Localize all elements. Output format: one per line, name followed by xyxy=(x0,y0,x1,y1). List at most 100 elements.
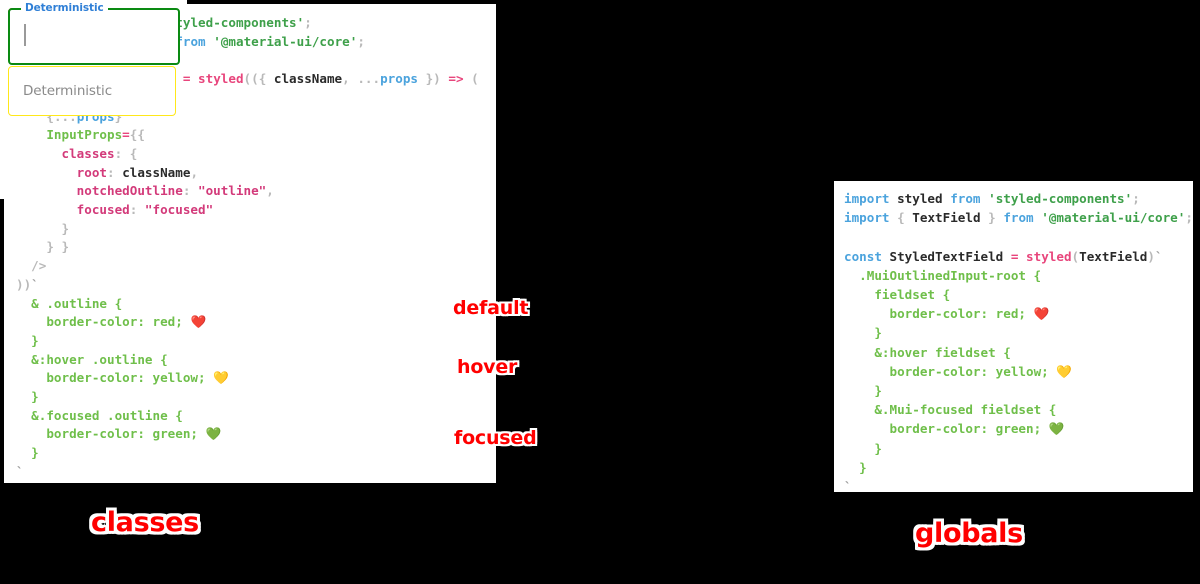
code-line: } xyxy=(844,458,1193,477)
code-token: (( xyxy=(243,71,259,87)
code-token: }) xyxy=(425,71,441,87)
code-token: &:hover fieldset { xyxy=(874,344,1011,360)
code-token xyxy=(16,165,77,180)
code-token xyxy=(16,183,77,198)
code-token: : xyxy=(137,426,153,442)
code-token: &.Mui-focused fieldset { xyxy=(874,402,1057,418)
code-token: className xyxy=(273,71,343,87)
code-token xyxy=(1041,421,1049,436)
code-token xyxy=(175,71,183,86)
code-token: fieldset { xyxy=(874,287,951,303)
code-token: root xyxy=(76,164,108,180)
code-token: green; xyxy=(995,421,1042,437)
code-line: ` xyxy=(16,463,496,482)
code-token: notchedOutline xyxy=(76,183,183,199)
code-token xyxy=(16,258,31,273)
code-token: border-color xyxy=(46,426,138,442)
code-token xyxy=(464,71,472,86)
code-line: } xyxy=(844,381,1193,400)
code-token xyxy=(16,127,46,142)
caption-globals: globals xyxy=(915,518,1023,549)
code-line: notchedOutline: "outline", xyxy=(16,182,496,201)
annotation-default: default xyxy=(453,297,529,319)
code-token: ` xyxy=(1154,248,1163,264)
code-token: & .outline { xyxy=(31,295,123,311)
code-token: import xyxy=(844,191,890,206)
code-token: border-color xyxy=(889,363,981,379)
code-token: ... xyxy=(357,71,381,87)
code-token: : xyxy=(114,145,130,161)
code-token: 💚 xyxy=(205,426,222,442)
code-token: props xyxy=(380,71,418,87)
code-token xyxy=(981,210,989,225)
annotation-focused: focused xyxy=(454,427,537,449)
code-token xyxy=(890,191,898,206)
code-token: border-color xyxy=(889,306,981,322)
code-token: } xyxy=(31,332,39,348)
code-line: const StyledTextField = styled(TextField… xyxy=(844,247,1193,266)
code-token: '@material-ui/core' xyxy=(213,33,358,49)
code-token xyxy=(844,460,859,475)
code-token: = xyxy=(1010,248,1019,264)
code-token: } xyxy=(31,445,39,461)
code-line: border-color: yellow; 💛 xyxy=(16,369,496,388)
code-token xyxy=(16,202,77,217)
code-token: )) xyxy=(16,276,32,292)
code-token xyxy=(890,210,898,225)
code-line: } xyxy=(16,220,496,239)
code-token: /> xyxy=(31,258,47,274)
code-token: red; xyxy=(152,314,183,330)
textfield-focused[interactable]: Deterministic xyxy=(8,2,180,65)
code-line: } xyxy=(16,332,496,351)
code-token xyxy=(16,314,46,329)
code-token: : xyxy=(980,421,996,437)
code-line: ` xyxy=(844,477,1193,492)
code-token: "outline" xyxy=(198,183,267,199)
code-token: ( xyxy=(1071,248,1080,264)
code-token: '@material-ui/core' xyxy=(1041,210,1186,226)
code-token: : xyxy=(137,314,153,330)
code-token: border-color xyxy=(889,421,981,437)
code-token xyxy=(190,71,198,86)
code-token xyxy=(16,146,62,161)
code-token: 'styled-components' xyxy=(160,15,305,30)
code-token: : xyxy=(980,363,996,379)
code-token xyxy=(16,408,31,423)
code-token: { xyxy=(129,145,138,161)
code-token: yellow; xyxy=(995,363,1049,379)
code-line: &:hover fieldset { xyxy=(844,343,1193,362)
code-line: } xyxy=(16,388,496,407)
textfield-hover[interactable]: Deterministic xyxy=(8,66,176,116)
code-token xyxy=(16,445,31,460)
code-token: InputProps xyxy=(46,127,123,143)
code-token: 'styled-components' xyxy=(988,191,1133,206)
code-token: 💛 xyxy=(213,370,229,386)
code-token xyxy=(418,71,426,86)
code-token: from xyxy=(1003,210,1034,226)
code-token: } xyxy=(874,325,882,341)
code-token xyxy=(844,306,890,321)
code-token xyxy=(16,370,46,385)
code-line: ))` xyxy=(16,276,496,295)
textfield-hover-value: Deterministic xyxy=(23,83,113,99)
code-line: /> xyxy=(16,257,496,276)
code-line: &.Mui-focused fieldset { xyxy=(844,400,1193,419)
code-token: } xyxy=(61,220,70,236)
code-line: border-color: red; ❤️ xyxy=(844,304,1193,323)
code-token: styled xyxy=(1026,248,1072,264)
code-block-globals: import styled from 'styled-components'; i… xyxy=(834,181,1193,492)
code-token: : xyxy=(182,183,198,199)
code-token: className xyxy=(122,164,191,180)
code-line: } xyxy=(16,444,496,463)
code-token: &:hover .outline { xyxy=(31,351,168,367)
code-token: yellow; xyxy=(152,370,206,386)
code-token: } } xyxy=(46,239,70,255)
code-token xyxy=(844,345,874,360)
code-token xyxy=(844,287,874,302)
caption-classes: classes xyxy=(91,507,199,538)
code-token: classes xyxy=(61,145,115,161)
code-token: &.focused .outline { xyxy=(31,407,183,423)
code-line: import { TextField } from '@material-ui/… xyxy=(844,208,1193,227)
code-token: ; xyxy=(1132,191,1140,206)
code-token: : xyxy=(129,202,145,218)
